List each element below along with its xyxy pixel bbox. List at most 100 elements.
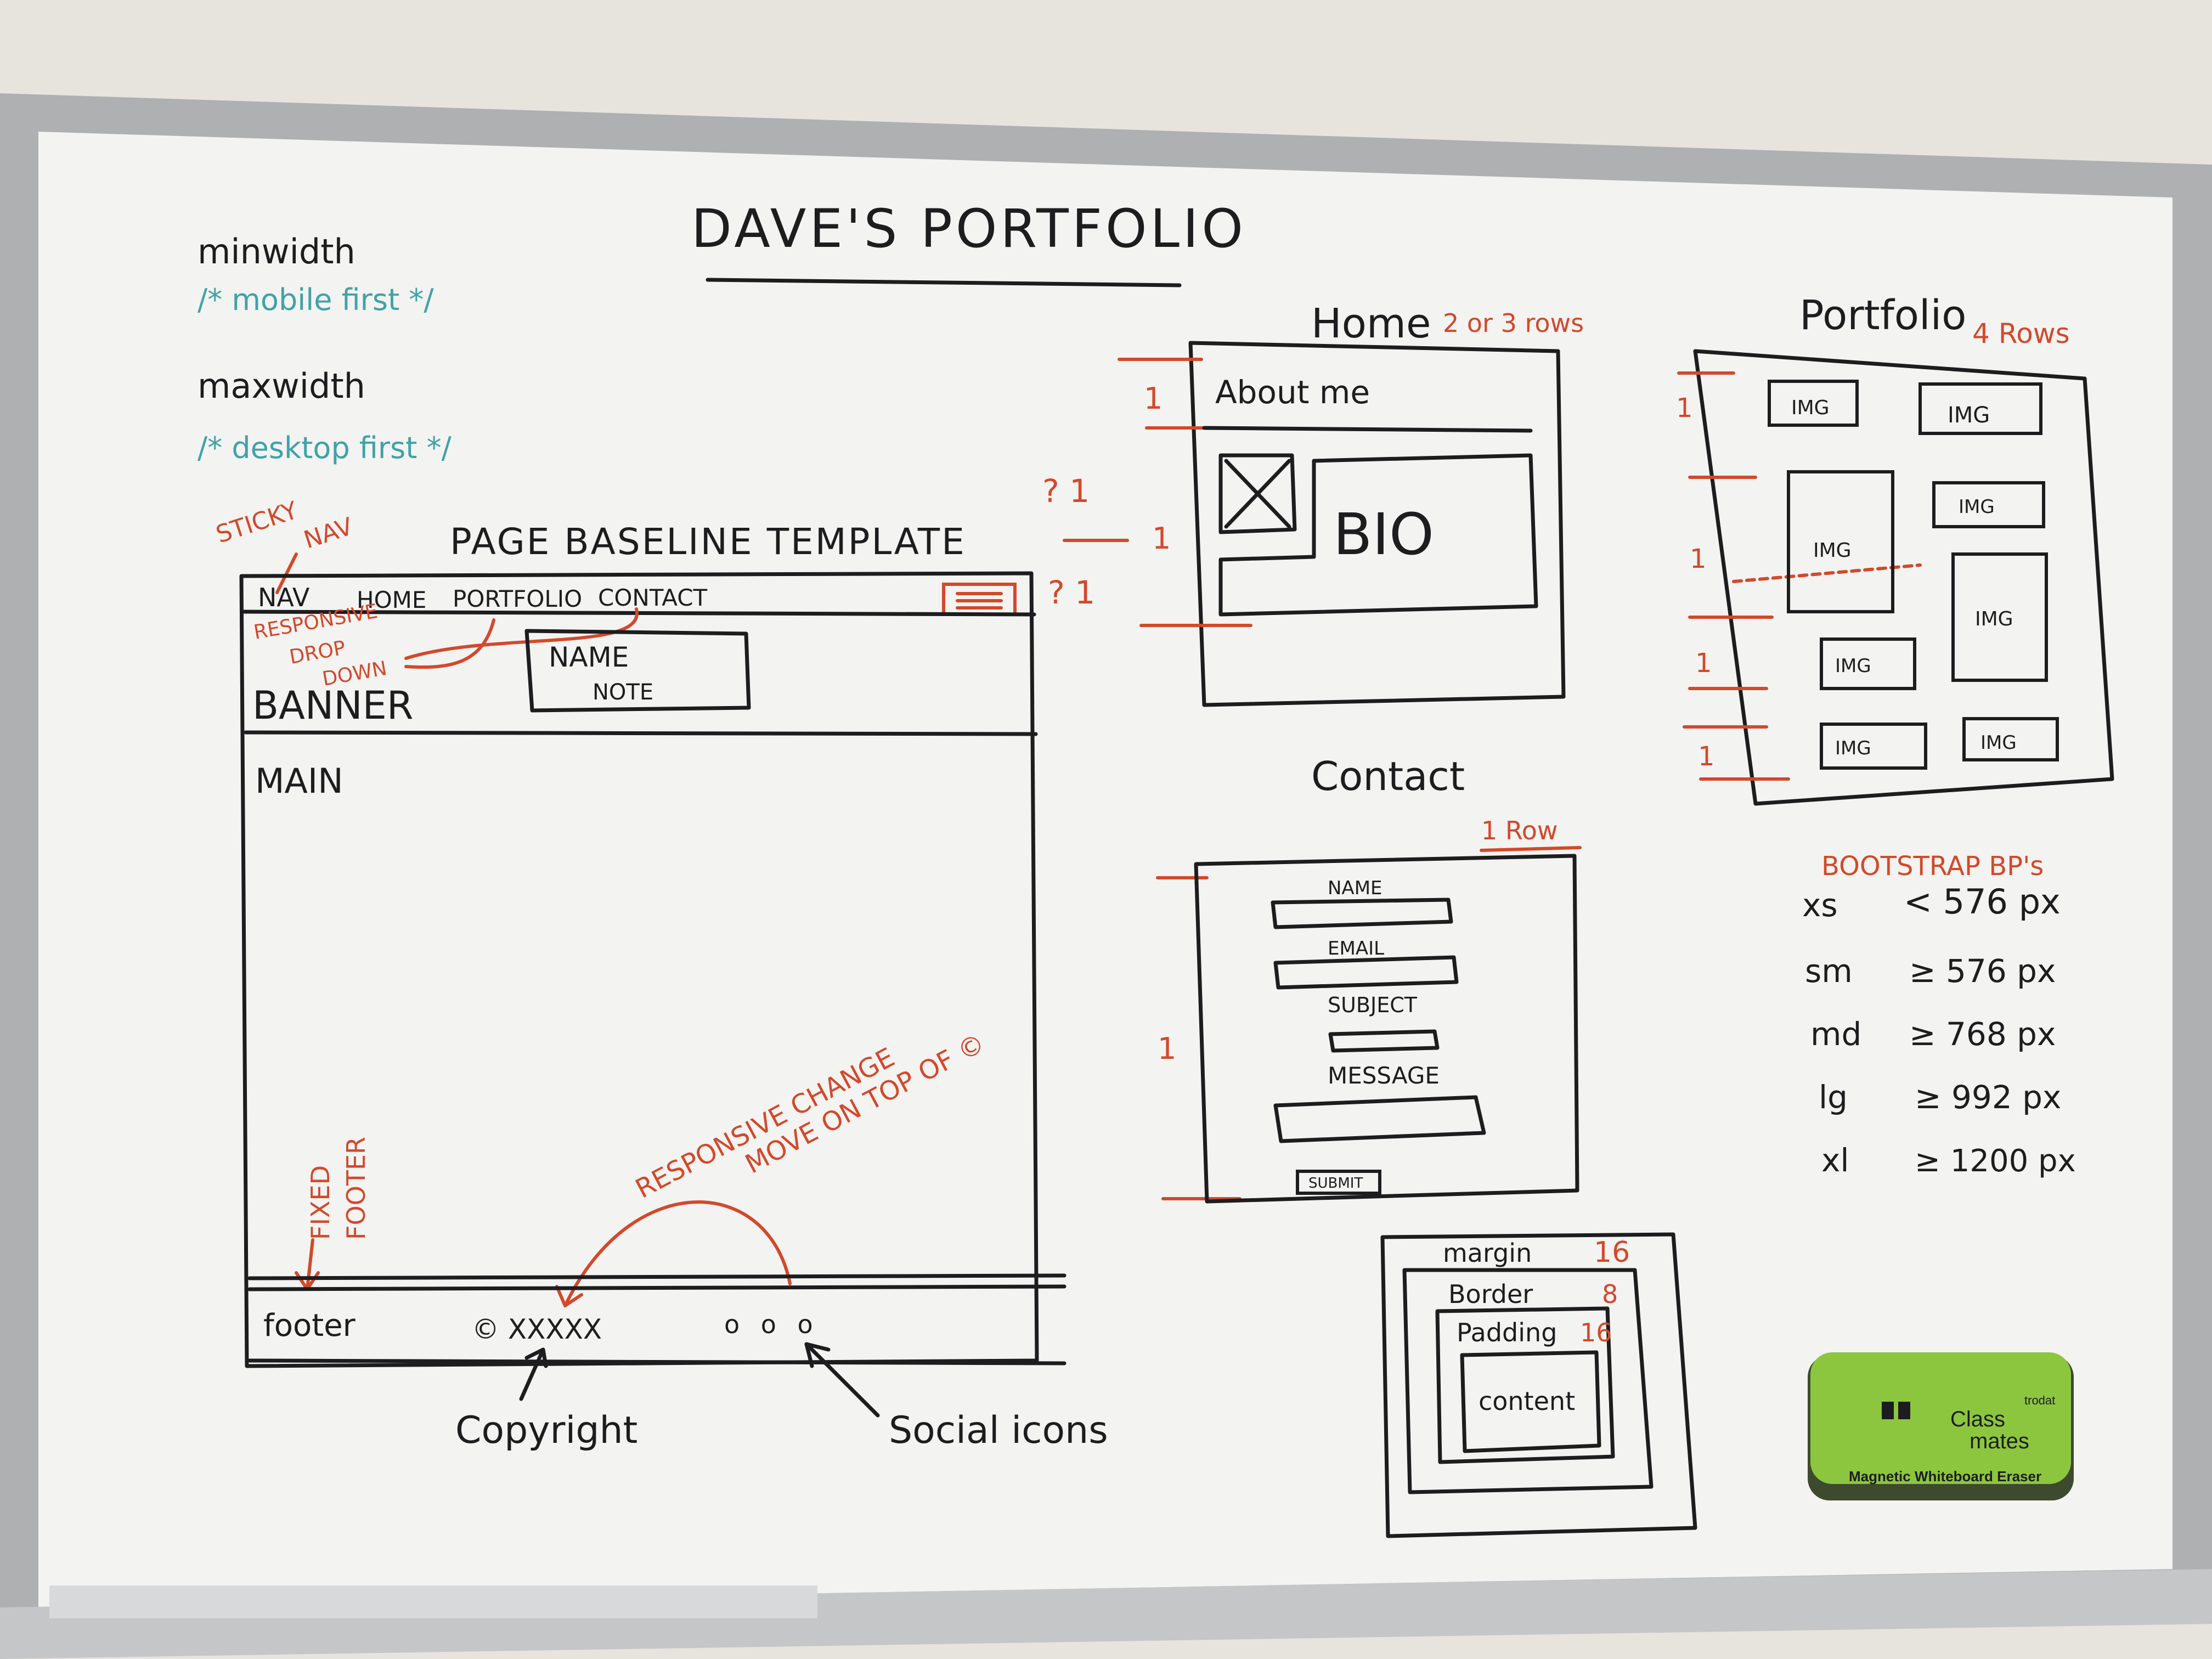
portfolio-rows-note: 4 Rows <box>1972 318 2070 349</box>
maxwidth-comment: /* desktop first */ <box>198 431 452 465</box>
box-model-margin <box>1380 1232 1697 1538</box>
banner-name: NAME <box>549 641 629 673</box>
box-model-content-label: content <box>1479 1386 1575 1416</box>
contact-field-name-label: NAME <box>1328 877 1383 899</box>
box-model-padding-label: Padding <box>1457 1318 1557 1347</box>
template-outline <box>239 571 1039 1368</box>
portfolio-img-label: IMG <box>1791 397 1830 419</box>
breakpoint-name-lg: lg <box>1819 1079 1848 1116</box>
maxwidth-label: maxwidth <box>198 366 365 406</box>
eraser-logo-mascot-left-icon <box>1882 1402 1894 1419</box>
portfolio-img-label: IMG <box>1959 496 1995 518</box>
contact-row-marker: 1 <box>1158 1031 1176 1066</box>
home-about-label: About me <box>1215 374 1370 411</box>
breakpoint-rule-xs: < 576 px <box>1904 882 2061 922</box>
breakpoint-name-xs: xs <box>1802 887 1838 924</box>
footer-copyright: © XXXXX <box>472 1313 602 1345</box>
contact-field-email <box>1273 955 1459 990</box>
portfolio-img-tile <box>1951 552 2048 682</box>
social-caption: Social icons <box>889 1409 1108 1452</box>
eraser-brand: trodat <box>2024 1393 2055 1407</box>
home-image-placeholder-icon <box>1218 453 1297 534</box>
contact-field-message-label: MESSAGE <box>1328 1062 1440 1089</box>
breakpoint-name-md: md <box>1810 1015 1861 1053</box>
banner-note: NOTE <box>592 680 653 705</box>
home-row-guides <box>1118 358 1252 627</box>
box-model-padding-value: 16 <box>1580 1318 1612 1347</box>
home-row-marker-2: 1 <box>1152 521 1171 556</box>
board-title: DAVE'S PORTFOLIO <box>691 198 1246 259</box>
portfolio-img-label: IMG <box>1975 608 2013 630</box>
portfolio-row-marker-1: 1 <box>1676 393 1693 424</box>
eraser-caption: Magnetic Whiteboard Eraser <box>1849 1468 2041 1485</box>
minwidth-label: minwidth <box>198 232 356 272</box>
home-title: Home <box>1311 300 1431 347</box>
footer-social-dots: o o o <box>724 1310 820 1339</box>
home-rows-note: 2 or 3 rows <box>1443 308 1584 338</box>
minwidth-comment: /* mobile first */ <box>198 283 434 317</box>
box-model-margin-label: margin <box>1443 1238 1532 1268</box>
dropdown-arrow-1 <box>404 607 639 660</box>
home-outline <box>1188 341 1566 707</box>
title-underline <box>706 278 1182 287</box>
banner-name-box <box>524 629 751 713</box>
portfolio-row-guides <box>1677 371 1790 781</box>
portfolio-dashed-guide <box>1732 563 1922 583</box>
contact-row-guides <box>1156 846 1582 1200</box>
portfolio-img-tile <box>1787 470 1894 613</box>
question-mark-lower: ? 1 <box>1048 574 1095 611</box>
portfolio-img-tile <box>1932 481 2045 528</box>
hamburger-icon-lines <box>956 592 1003 610</box>
breakpoint-rule-lg: ≥ 992 px <box>1915 1079 2061 1116</box>
portfolio-title: Portfolio <box>1799 292 1966 339</box>
contact-outline <box>1194 854 1579 1204</box>
fixed-footer-note-line2: FOOTER <box>341 1137 371 1240</box>
portfolio-row-marker-2: 1 <box>1695 648 1712 679</box>
footer-bottom-line <box>247 1358 1066 1365</box>
contact-rows-note: 1 Row <box>1481 816 1558 845</box>
box-model-padding <box>1435 1306 1615 1464</box>
banner-divider <box>244 730 1038 736</box>
portfolio-img-tile <box>1820 637 1916 690</box>
portfolio-img-label: IMG <box>1835 655 1871 677</box>
home-image-x <box>1224 459 1291 529</box>
main-label: MAIN <box>255 761 343 801</box>
box-model-border-value: 8 <box>1602 1279 1618 1309</box>
fixed-footer-arrow <box>306 1238 314 1291</box>
portfolio-img-label: IMG <box>1948 403 1990 428</box>
board-surface <box>38 132 2172 1607</box>
home-bio-box <box>1218 453 1538 617</box>
portfolio-img-label: IMG <box>1813 539 1852 562</box>
breakpoint-rule-xl: ≥ 1200 px <box>1915 1143 2076 1179</box>
eraser-logo-line2: mates <box>1970 1429 2029 1453</box>
fixed-footer-arrowhead <box>295 1271 320 1291</box>
nav-label: NAV <box>258 583 310 612</box>
eraser-logo-line1: Class <box>1950 1407 2005 1431</box>
eraser-logo-mascot-right-icon <box>1898 1402 1910 1419</box>
footer-label: footer <box>263 1308 356 1344</box>
eraser-top <box>1810 1352 2071 1484</box>
portfolio-img-tile <box>1820 723 1927 770</box>
nav-divider <box>242 610 1036 617</box>
template-heading: PAGE BASELINE TEMPLATE <box>450 521 966 563</box>
sticky-nav-arrow <box>275 552 298 594</box>
contact-field-name <box>1271 898 1453 929</box>
box-model-border-label: Border <box>1448 1279 1533 1309</box>
whiteboard-eraser: trodat Class mates Magnetic Whiteboard E… <box>1808 1352 2074 1500</box>
portfolio-img-label: IMG <box>1980 732 2017 754</box>
portfolio-img-tile <box>1768 380 1859 427</box>
tray-shelf <box>49 1585 817 1618</box>
portfolio-img-label: IMG <box>1835 737 1871 759</box>
breakpoint-rule-md: ≥ 768 px <box>1909 1015 2056 1053</box>
dropdown-arrow-2 <box>404 618 495 669</box>
breakpoint-name-sm: sm <box>1805 952 1853 990</box>
nav-link-portfolio: PORTFOLIO <box>453 585 582 612</box>
home-row-marker-1: 1 <box>1144 381 1163 416</box>
contact-field-subject-label: SUBJECT <box>1328 993 1418 1017</box>
box-model-border <box>1402 1268 1654 1494</box>
footer-top-line-1 <box>247 1273 1066 1280</box>
nav-link-contact: CONTACT <box>598 584 708 611</box>
contact-submit-label: SUBMIT <box>1308 1175 1363 1192</box>
contact-field-subject-select <box>1328 1029 1440 1053</box>
